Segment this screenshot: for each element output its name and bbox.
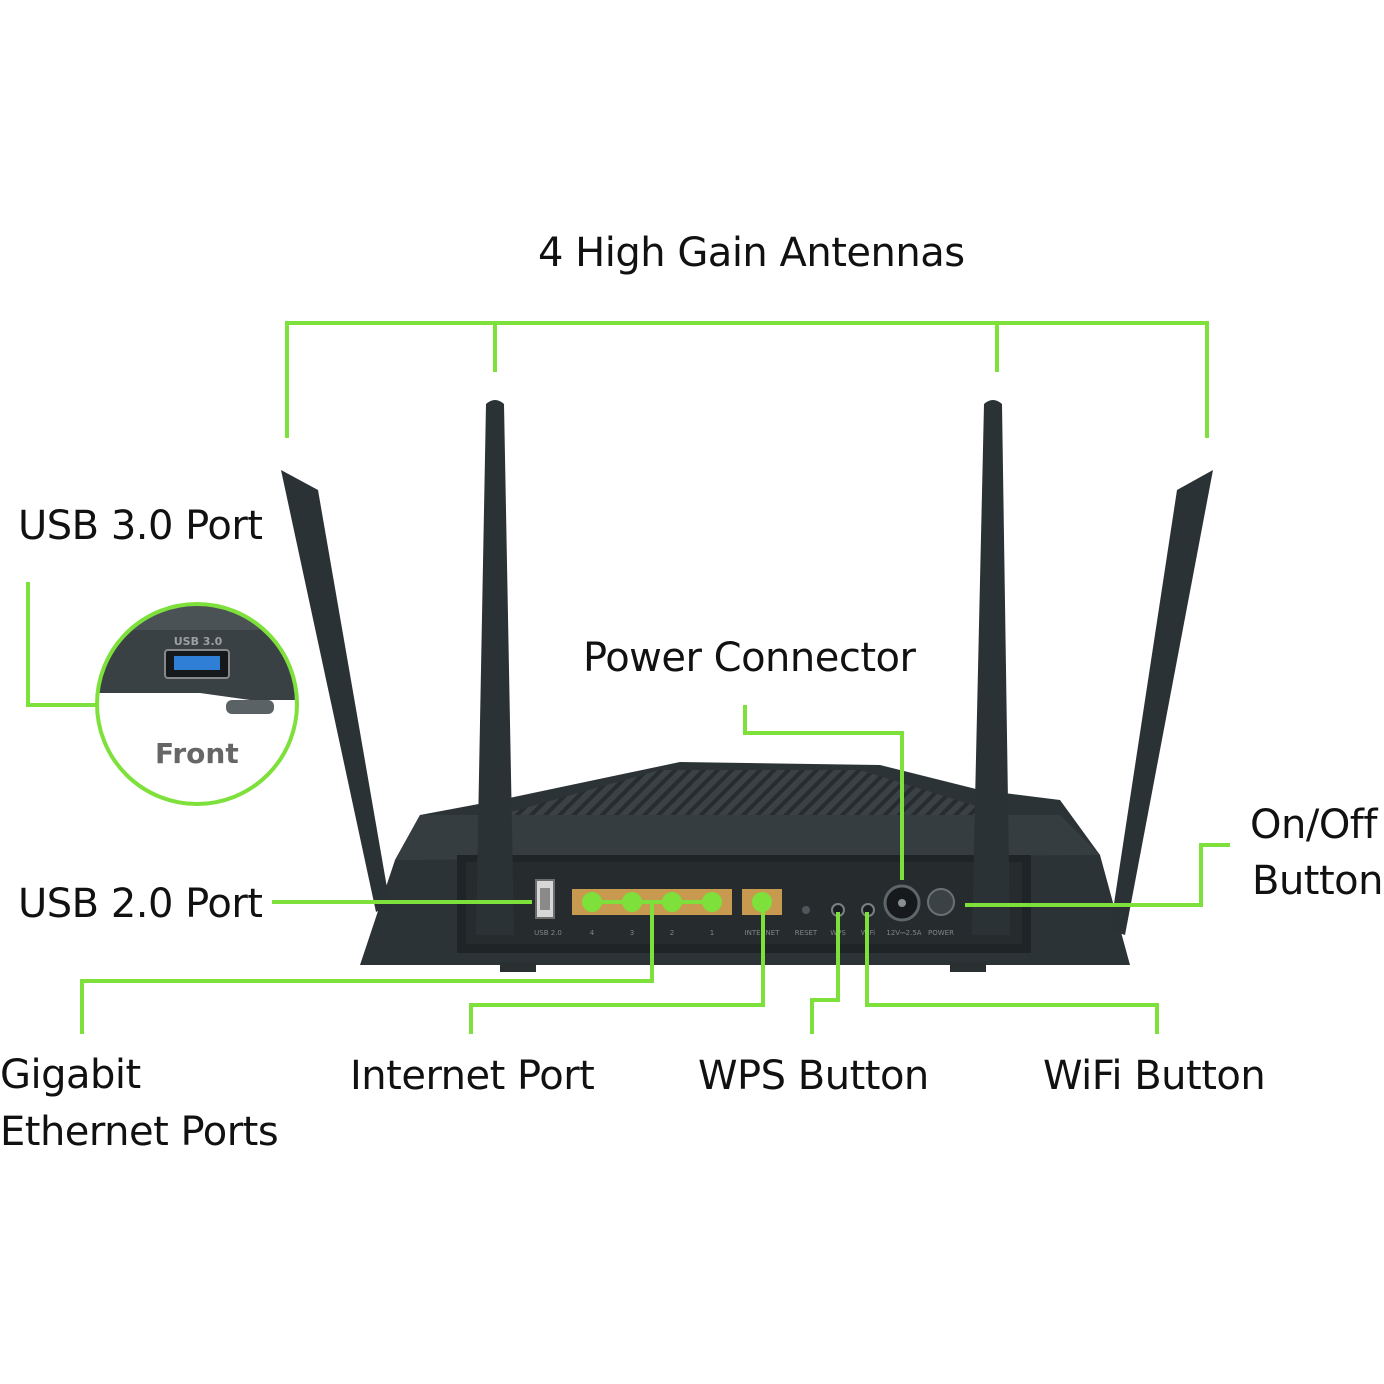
panel-label-usb: USB 2.0	[534, 929, 562, 937]
inset-port-label: USB 3.0	[174, 635, 223, 648]
label-onoff-line1: On/Off	[1250, 802, 1377, 848]
port-highlight-dots	[582, 892, 772, 912]
label-wifi: WiFi Button	[1043, 1053, 1266, 1099]
callout-wps	[810, 912, 840, 1034]
callout-lines	[26, 321, 1230, 1034]
dot-lan2	[662, 892, 682, 912]
antenna-icon	[476, 400, 514, 935]
panel-label-lan2: 2	[670, 929, 674, 937]
callout-usb3	[26, 582, 97, 707]
callout-antennas	[285, 321, 1209, 438]
router-body	[360, 762, 1130, 972]
panel-label-power: POWER	[928, 929, 954, 937]
label-gigabit-line2: Ethernet Ports	[0, 1109, 279, 1155]
panel-label-lan1: 1	[710, 929, 714, 937]
callout-onoff	[965, 843, 1230, 907]
label-gigabit-line1: Gigabit	[0, 1052, 141, 1098]
dot-internet	[752, 892, 772, 912]
antenna-icon	[1110, 470, 1213, 935]
dot-lan4	[582, 892, 602, 912]
callout-wifi	[865, 912, 1159, 1034]
label-usb2: USB 2.0 Port	[18, 881, 263, 927]
label-internet: Internet Port	[350, 1053, 595, 1099]
dot-lan1	[702, 892, 722, 912]
antenna-icon	[281, 470, 390, 912]
panel-label-lan3: 3	[630, 929, 634, 937]
label-usb3: USB 3.0 Port	[18, 503, 263, 549]
callout-power-connector	[743, 705, 904, 880]
panel-label-lan4: 4	[590, 929, 595, 937]
label-wps: WPS Button	[698, 1053, 929, 1099]
label-onoff-line2: Button	[1252, 858, 1383, 904]
callout-gigabit	[80, 902, 654, 1034]
callout-internet	[469, 902, 765, 1034]
antenna-icon	[972, 400, 1010, 935]
label-power-connector: Power Connector	[583, 635, 916, 681]
inset-caption: Front	[155, 737, 239, 770]
usb3-inset: USB 3.0	[95, 602, 299, 806]
panel-label-power-rating: 12V⎓2.5A	[886, 929, 921, 937]
antenna-group	[281, 400, 1213, 935]
dot-lan3	[622, 892, 642, 912]
power-button-icon	[927, 888, 955, 916]
panel-label-reset: RESET	[795, 929, 818, 937]
label-antennas: 4 High Gain Antennas	[538, 230, 965, 276]
